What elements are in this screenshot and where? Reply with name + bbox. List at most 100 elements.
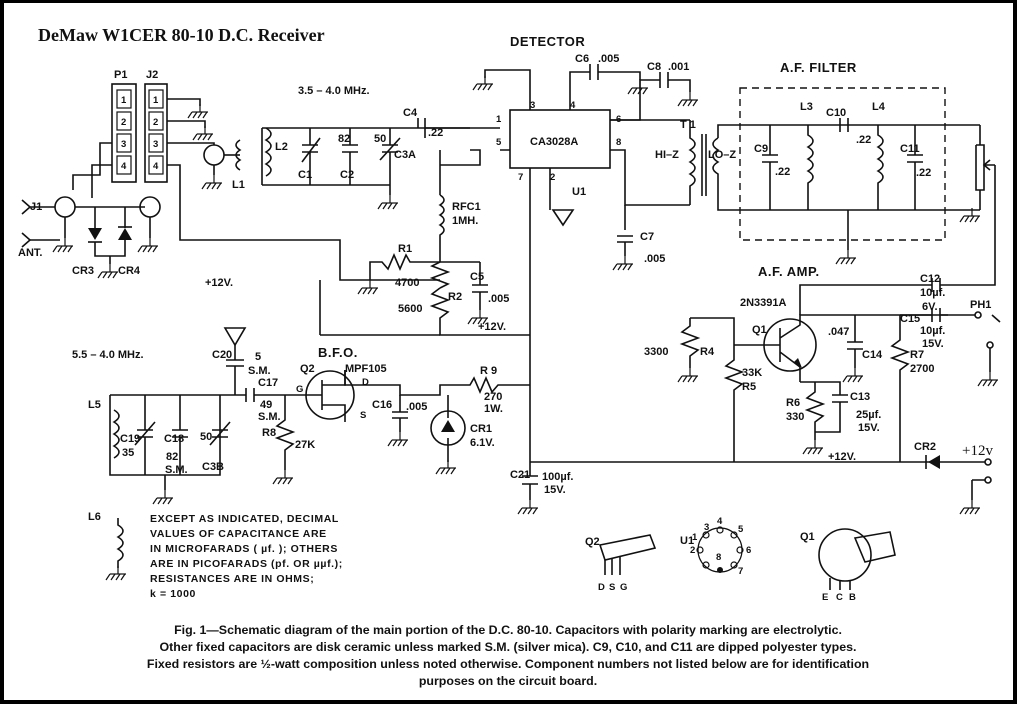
- svg-text:1: 1: [153, 95, 159, 106]
- c19-label: C19: [120, 433, 140, 445]
- j2-label: J2: [146, 69, 158, 81]
- ph1-label: PH1: [970, 299, 991, 311]
- c7-label: C7: [640, 231, 654, 243]
- svg-text:5: 5: [738, 524, 744, 535]
- q1-type: 2N3391A: [740, 297, 787, 309]
- plus12v-c: +12V.: [828, 451, 856, 463]
- svg-text:B: B: [849, 592, 856, 603]
- svg-text:8: 8: [716, 552, 721, 563]
- u1-pin-1: 1: [496, 114, 502, 125]
- svg-text:VALUES OF CAPACITANCE ARE: VALUES OF CAPACITANCE ARE: [150, 528, 327, 540]
- c10-value: .22: [856, 134, 871, 146]
- c3b-value: 50: [200, 431, 212, 443]
- svg-text:1: 1: [121, 95, 127, 106]
- svg-text:3: 3: [121, 139, 126, 150]
- r9-label: R 9: [480, 365, 497, 377]
- svg-text:1: 1: [692, 532, 698, 543]
- svg-text:E: E: [822, 592, 828, 603]
- svg-text:k = 1000: k = 1000: [150, 588, 196, 600]
- l2-label: L2: [275, 141, 288, 153]
- af-filter-label: A.F. FILTER: [780, 60, 857, 75]
- r6-value: 330: [786, 411, 804, 423]
- c15-label: C15: [900, 313, 920, 325]
- c9-label: C9: [754, 143, 768, 155]
- u1-pinout: U1 3 4 5 6 7 8 2 1: [680, 516, 751, 577]
- plus12v-b: +12V.: [478, 321, 506, 333]
- c3b-label: C3B: [202, 461, 224, 473]
- svg-text:4: 4: [153, 161, 159, 172]
- loz-label: LO–Z: [708, 149, 736, 161]
- svg-text:D: D: [598, 582, 605, 593]
- svg-text:2: 2: [153, 117, 158, 128]
- plus12v-label: +12v: [962, 443, 993, 459]
- q2-label: Q2: [300, 363, 315, 375]
- c19-value: 35: [122, 447, 134, 459]
- r4-label: R4: [700, 346, 715, 358]
- c15-voltage: 15V.: [922, 338, 944, 350]
- cr1-value: 6.1V.: [470, 437, 495, 449]
- svg-text:3: 3: [704, 522, 709, 533]
- c20-label: C20: [212, 349, 232, 361]
- p1-connector: [111, 83, 137, 183]
- u1-ic: [509, 109, 611, 169]
- c16-label: C16: [372, 399, 392, 411]
- q1-pinout: Q1 E C B: [800, 528, 896, 603]
- c18-label: C18: [164, 433, 184, 445]
- r7-label: R7: [910, 349, 924, 361]
- c18-value: 82: [166, 451, 178, 463]
- p1-pins: 1 2 3 4: [116, 89, 132, 175]
- c12-value: 10µf.: [920, 287, 945, 299]
- l6-label: L6: [88, 511, 101, 523]
- cr3-diode: [88, 228, 102, 240]
- c2-label: C2: [340, 169, 354, 181]
- figure-caption: Fig. 1—Schematic diagram of the main por…: [147, 623, 869, 688]
- svg-text:4: 4: [121, 161, 127, 172]
- c14-value: .047: [828, 326, 849, 338]
- svg-text:Other fixed capacitors are dis: Other fixed capacitors are disk ceramic …: [160, 640, 857, 654]
- c13-label: C13: [850, 391, 870, 403]
- capacitance-notes: EXCEPT AS INDICATED, DECIMAL VALUES OF C…: [150, 513, 343, 600]
- r4-value: 3300: [644, 346, 668, 358]
- svg-text:Q2: Q2: [585, 536, 600, 548]
- r5-label: R5: [742, 381, 756, 393]
- svg-text:C: C: [836, 592, 843, 603]
- svg-text:RESISTANCES ARE IN OHMS;: RESISTANCES ARE IN OHMS;: [150, 573, 314, 585]
- c11-label: C11: [900, 143, 920, 155]
- c13-value: 25µf.: [856, 409, 881, 421]
- r1-label: R1: [398, 243, 412, 255]
- r9-value: 270: [484, 391, 502, 403]
- r8-label: R8: [262, 427, 276, 439]
- c12-voltage: 6V.: [922, 301, 938, 313]
- rfc1-value: 1MH.: [452, 215, 478, 227]
- ant-label: ANT.: [18, 247, 42, 259]
- c3a-value: 50: [374, 133, 386, 145]
- c13-voltage: 15V.: [858, 422, 880, 434]
- bfo-label: B.F.O.: [318, 345, 358, 360]
- c4-label: C4: [403, 107, 418, 119]
- c11-value: .22: [916, 167, 931, 179]
- q2-type: MPF105: [345, 363, 387, 375]
- hiz-label: HI–Z: [655, 149, 679, 161]
- cr2-label: CR2: [914, 441, 936, 453]
- c6-value: .005: [598, 53, 619, 65]
- c8-value: .001: [668, 61, 689, 73]
- rfc1-label: RFC1: [452, 201, 481, 213]
- l1-label: L1: [232, 179, 245, 191]
- svg-text:ARE IN PICOFARADS (pf. OR µµf.: ARE IN PICOFARADS (pf. OR µµf.);: [150, 558, 343, 570]
- svg-text:U1: U1: [680, 535, 694, 547]
- c17-sm: S.M.: [258, 411, 281, 423]
- plus12v-a: +12V.: [205, 277, 233, 289]
- j2-pins: 1 2 3 4: [148, 89, 164, 175]
- cr2-diode: [928, 455, 940, 469]
- svg-text:4: 4: [717, 516, 723, 527]
- freq-bfo-label: 5.5 – 4.0 MHz.: [72, 349, 144, 361]
- c5-value: .005: [488, 293, 509, 305]
- c12-label: C12: [920, 273, 940, 285]
- c18-sm: S.M.: [165, 464, 188, 476]
- u1-pin-3: 3: [530, 100, 535, 111]
- svg-text:2: 2: [690, 545, 695, 556]
- c9-value: .22: [775, 166, 790, 178]
- r2-value: 5600: [398, 303, 422, 315]
